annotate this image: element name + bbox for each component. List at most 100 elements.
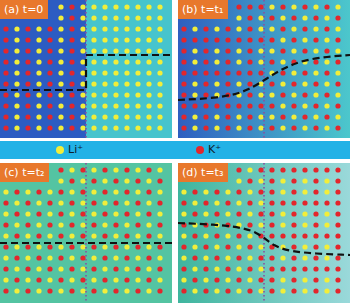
ion-dot bbox=[236, 15, 241, 20]
ion-dot bbox=[102, 266, 107, 271]
ion-dot bbox=[91, 233, 96, 238]
ion-dot bbox=[124, 48, 129, 53]
ion-dot bbox=[280, 167, 285, 172]
ion-dot bbox=[269, 222, 274, 227]
ion-dot bbox=[124, 92, 129, 97]
ion-dot bbox=[47, 277, 52, 282]
ion-dot bbox=[313, 277, 318, 282]
ion-dot bbox=[324, 37, 329, 42]
region bbox=[0, 163, 172, 303]
ion-dot bbox=[291, 189, 296, 194]
ion-dot bbox=[3, 255, 8, 260]
ion-dot bbox=[258, 70, 263, 75]
ion-dot bbox=[25, 26, 30, 31]
ion-dot bbox=[113, 277, 118, 282]
ion-dot bbox=[80, 81, 85, 86]
ion-dot bbox=[135, 59, 140, 64]
ion-dot bbox=[214, 255, 219, 260]
ion-dot bbox=[258, 189, 263, 194]
ion-dot bbox=[36, 92, 41, 97]
ion-dot bbox=[69, 255, 74, 260]
ion-dot bbox=[124, 178, 129, 183]
ion-dot bbox=[181, 277, 186, 282]
ion-dot bbox=[181, 211, 186, 216]
ion-dot bbox=[225, 233, 230, 238]
ion-dot bbox=[280, 200, 285, 205]
ion-dot bbox=[157, 211, 162, 216]
ion-dot bbox=[181, 288, 186, 293]
ion-dot bbox=[135, 189, 140, 194]
ion-dot bbox=[225, 189, 230, 194]
ion-dot bbox=[214, 26, 219, 31]
ion-dot bbox=[203, 26, 208, 31]
ion-dot bbox=[91, 189, 96, 194]
ion-dot bbox=[69, 244, 74, 249]
ion-dot bbox=[291, 255, 296, 260]
ion-dot bbox=[58, 211, 63, 216]
ion-dot bbox=[335, 114, 340, 119]
ion-dot bbox=[135, 15, 140, 20]
ion-dot bbox=[269, 178, 274, 183]
ion-dot bbox=[3, 92, 8, 97]
ion-dot bbox=[192, 125, 197, 130]
ion-dot bbox=[313, 200, 318, 205]
ion-dot bbox=[302, 125, 307, 130]
ion-dot bbox=[124, 59, 129, 64]
ion-dot bbox=[214, 48, 219, 53]
ion-dot bbox=[102, 288, 107, 293]
ion-dot bbox=[157, 103, 162, 108]
ion-dot bbox=[214, 189, 219, 194]
ion-dot bbox=[203, 255, 208, 260]
ion-dot bbox=[14, 244, 19, 249]
ion-dot bbox=[302, 103, 307, 108]
ion-dot bbox=[291, 26, 296, 31]
ion-dot bbox=[69, 266, 74, 271]
ion-dot bbox=[214, 266, 219, 271]
ion-dot bbox=[102, 114, 107, 119]
ion-dot bbox=[157, 189, 162, 194]
region bbox=[178, 163, 350, 303]
ion-dot bbox=[302, 288, 307, 293]
ion-dot bbox=[102, 233, 107, 238]
ion-dot bbox=[36, 277, 41, 282]
ion-dot bbox=[247, 70, 252, 75]
ion-dot bbox=[335, 37, 340, 42]
ion-dot bbox=[335, 244, 340, 249]
ion-dot bbox=[258, 114, 263, 119]
ion-dot bbox=[124, 37, 129, 42]
ion-dot bbox=[25, 81, 30, 86]
ion-dot bbox=[324, 125, 329, 130]
ion-dot bbox=[124, 70, 129, 75]
ion-dot bbox=[91, 37, 96, 42]
ion-dot bbox=[69, 114, 74, 119]
ion-dot bbox=[47, 244, 52, 249]
ion-dot bbox=[3, 211, 8, 216]
ion-dot bbox=[324, 178, 329, 183]
ion-dot bbox=[181, 244, 186, 249]
ion-dot bbox=[291, 222, 296, 227]
ion-dot bbox=[302, 70, 307, 75]
ion-dot bbox=[47, 81, 52, 86]
panel bbox=[0, 0, 172, 138]
ion-dot bbox=[280, 222, 285, 227]
ion-dot bbox=[36, 59, 41, 64]
ion-dot bbox=[335, 255, 340, 260]
ion-dot bbox=[203, 114, 208, 119]
ion-dot bbox=[113, 15, 118, 20]
ion-dot bbox=[280, 48, 285, 53]
ion-dot bbox=[302, 244, 307, 249]
ion-dot bbox=[80, 189, 85, 194]
ion-dot bbox=[291, 288, 296, 293]
concentration-profile bbox=[0, 55, 172, 90]
ion-dot bbox=[146, 70, 151, 75]
ion-dot bbox=[102, 200, 107, 205]
ion-dot bbox=[236, 233, 241, 238]
ion-dot bbox=[124, 125, 129, 130]
ion-dot bbox=[135, 266, 140, 271]
ion-dot bbox=[124, 244, 129, 249]
ion-dot bbox=[313, 15, 318, 20]
ion-dot bbox=[157, 81, 162, 86]
ion-dot bbox=[80, 244, 85, 249]
ion-dot bbox=[91, 4, 96, 9]
ion-dot bbox=[247, 189, 252, 194]
